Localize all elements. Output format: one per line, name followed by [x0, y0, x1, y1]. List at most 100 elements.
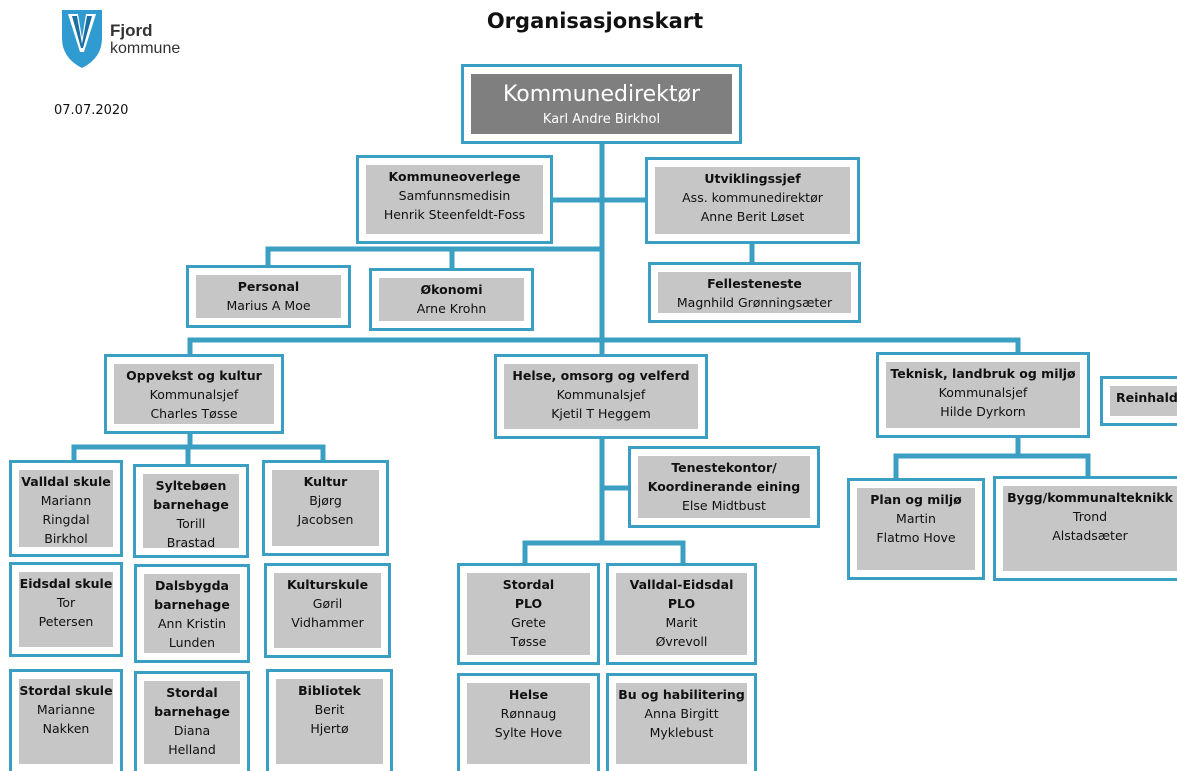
node-line: Grete: [511, 615, 546, 630]
node-line: Karl Andre Birkhol: [542, 111, 661, 127]
node-line: Torill: [176, 516, 206, 531]
node-fellesteneste: Fellesteneste Magnhild Grønningsæter: [648, 262, 861, 323]
node-line: Kjetil T Heggem: [551, 406, 651, 421]
node-syltebo-barnehage: Syltebøen barnehage Torill Brastad: [133, 464, 249, 558]
node-okonomi: Økonomi Arne Krohn: [369, 268, 534, 331]
node-stordal-plo: Stordal PLO Grete Tøsse: [457, 563, 600, 665]
node-line: Magnhild Grønningsæter: [676, 295, 833, 310]
node-line: Marit: [665, 615, 698, 630]
node-line: Jacobsen: [297, 512, 354, 527]
node-title: Tenestekontor/: [671, 460, 777, 475]
node-line: Petersen: [38, 614, 94, 629]
node-title: Helse, omsorg og velferd: [512, 368, 690, 383]
node-line: Charles Tøsse: [150, 406, 238, 421]
node-title: Dalsbygda: [155, 578, 229, 593]
node-bu-habilitering: Bu og habilitering Anna Birgitt Myklebus…: [606, 673, 757, 771]
node-line: Ann Kristin: [158, 616, 226, 631]
node-line: Diana: [173, 723, 211, 738]
node-line: Gøril: [312, 596, 343, 611]
node-title: Syltebøen: [155, 478, 227, 493]
node-valldal-skule: Valldal skule Mariann Ringdal Birkhol: [9, 460, 123, 557]
node-line: Trond: [1072, 509, 1108, 524]
node-tenestekontor: Tenestekontor/ Koordinerande eining Else…: [628, 446, 820, 528]
page-title: Organisasjonskart: [486, 9, 704, 33]
node-title-2: Koordinerande eining: [647, 479, 801, 494]
node-line: Kommunalsjef: [938, 385, 1028, 400]
node-helse-omsorg-velferd: Helse, omsorg og velferd Kommunalsjef Kj…: [494, 354, 708, 439]
node-kulturskule: Kulturskule Gøril Vidhammer: [264, 563, 391, 658]
node-title: Plan og miljø: [870, 492, 962, 507]
node-line: Ringdal: [42, 512, 90, 527]
node-personal: Personal Marius A Moe: [186, 265, 351, 328]
node-title: Fellesteneste: [707, 276, 802, 291]
node-title: Reinhald: [1116, 390, 1177, 405]
node-line: Rønnaug: [500, 706, 557, 721]
node-line: Marius A Moe: [226, 298, 311, 313]
node-dalsbygda-barnehage: Dalsbygda barnehage Ann Kristin Lunden: [134, 564, 250, 663]
node-teknisk-landbruk-miljo: Teknisk, landbruk og miljø Kommunalsjef …: [876, 352, 1090, 438]
node-title: Bibliotek: [298, 683, 361, 698]
node-title: Stordal: [166, 685, 218, 700]
node-valldal-eidsdal-plo: Valldal-Eidsdal PLO Marit Øvrevoll: [606, 563, 757, 665]
node-line: Else Midtbust: [682, 498, 766, 513]
node-line: Hilde Dyrkorn: [940, 404, 1026, 419]
node-title-2: PLO: [514, 596, 543, 611]
node-eidsdal-skule: Eidsdal skule Tor Petersen: [9, 562, 123, 657]
node-title-2: barnehage: [153, 497, 229, 512]
node-title-2: PLO: [667, 596, 696, 611]
node-bygg-kommunalteknikk: Bygg/kommunalteknikk Trond Alstadsæter: [993, 476, 1177, 581]
node-bibliotek: Bibliotek Berit Hjertø: [266, 669, 393, 771]
node-line: Øvrevoll: [655, 634, 708, 649]
node-reinhald: Reinhald: [1100, 376, 1177, 426]
node-title: Økonomi: [420, 282, 483, 297]
node-title: Oppvekst og kultur: [126, 368, 262, 383]
node-line: Flatmo Hove: [876, 530, 956, 545]
node-title: Kommuneoverlege: [388, 169, 521, 184]
node-line: Ass. kommunedirektør: [682, 190, 823, 205]
node-title: Helse: [508, 687, 549, 702]
node-line: Nakken: [42, 721, 90, 736]
node-title: Valldal-Eidsdal: [629, 577, 734, 592]
logo-name: Fjord: [110, 21, 153, 40]
node-line: Sylte Hove: [494, 725, 563, 740]
node-title: Stordal skule: [19, 683, 113, 698]
node-line: Anna Birgitt: [644, 706, 719, 721]
node-title: Utviklingssjef: [704, 171, 801, 186]
node-title: Teknisk, landbruk og miljø: [890, 366, 1076, 381]
node-kommuneoverlege: Kommuneoverlege Samfunnsmedisin Henrik S…: [356, 155, 553, 244]
node-line: Vidhammer: [291, 615, 364, 630]
node-line: Berit: [314, 702, 345, 717]
node-line: Tor: [56, 595, 76, 610]
node-stordal-barnehage: Stordal barnehage Diana Helland: [134, 671, 250, 771]
node-title: Eidsdal skule: [19, 576, 113, 591]
node-oppvekst-kultur: Oppvekst og kultur Kommunalsjef Charles …: [104, 354, 284, 434]
node-title-2: barnehage: [154, 597, 230, 612]
node-title: Kulturskule: [286, 577, 369, 592]
node-line: Mariann: [40, 493, 92, 508]
node-title: Kultur: [303, 474, 348, 489]
node-helse: Helse Rønnaug Sylte Hove: [457, 673, 600, 771]
node-line: Samfunnsmedisin: [398, 188, 511, 203]
node-line: Kommunalsjef: [556, 387, 646, 402]
node-title: Stordal: [502, 577, 555, 592]
node-line: Henrik Steenfeldt-Foss: [383, 207, 526, 222]
node-line: Bjørg: [309, 493, 342, 508]
node-title: Bygg/kommunalteknikk: [1007, 490, 1173, 505]
node-line: Alstadsæter: [1052, 528, 1128, 543]
node-title: Bu og habilitering: [618, 687, 745, 702]
node-title-2: barnehage: [154, 704, 230, 719]
node-title: Personal: [237, 279, 300, 294]
node-line: Hjertø: [310, 721, 349, 736]
node-line: Myklebust: [649, 725, 714, 740]
node-kommunedirektor: Kommunedirektør Karl Andre Birkhol: [461, 64, 742, 144]
node-line: Marianne: [36, 702, 96, 717]
node-title: Kommunedirektør: [502, 81, 701, 107]
shield-icon: [62, 10, 102, 68]
node-utviklingssjef: Utviklingssjef Ass. kommunedirektør Anne…: [645, 157, 860, 244]
logo-subtitle: kommune: [110, 40, 181, 57]
node-line: Tøsse: [510, 634, 547, 649]
node-line: Helland: [168, 742, 216, 757]
node-line: Martin: [896, 511, 936, 526]
chart-date: 07.07.2020: [54, 103, 129, 118]
